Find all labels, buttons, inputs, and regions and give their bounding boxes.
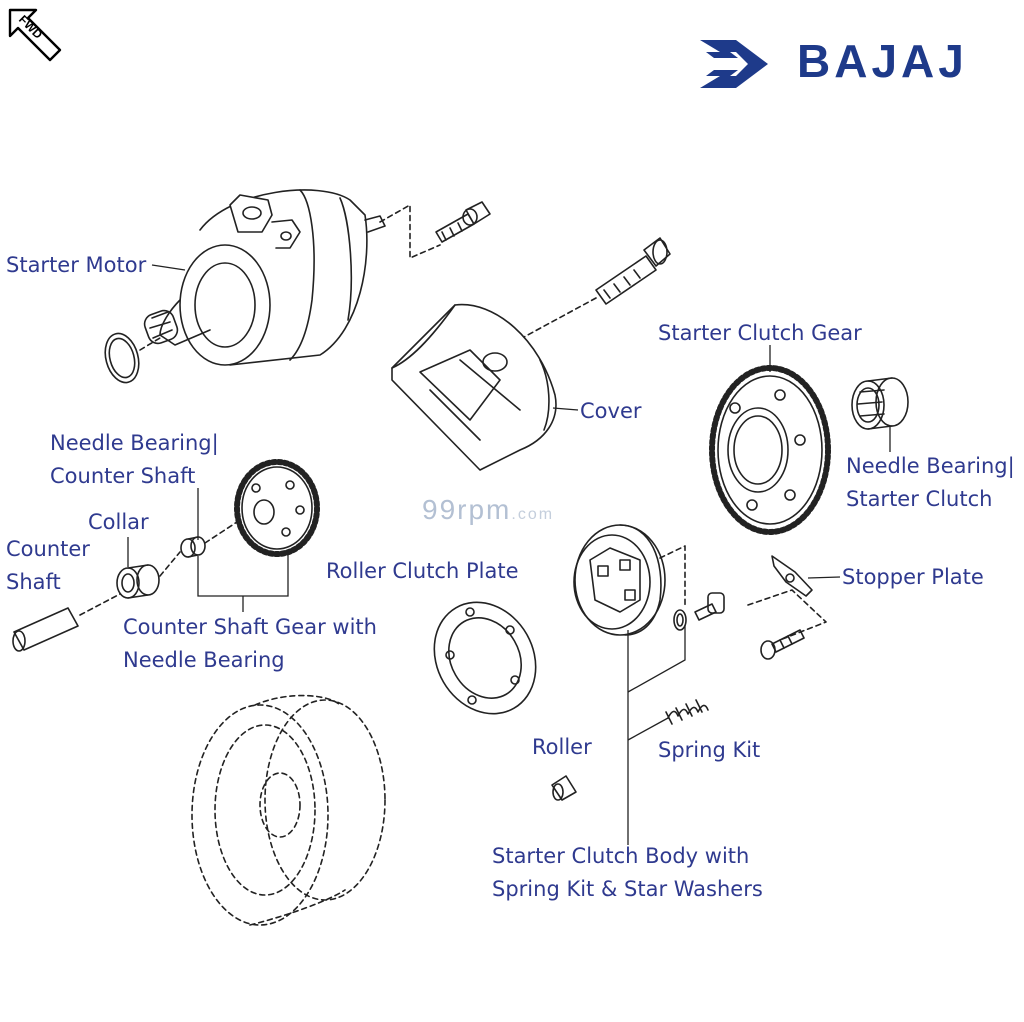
watermark-part-c: .com (511, 506, 555, 523)
label-counter-shaft-gear-2: Needle Bearing (123, 648, 285, 672)
cover-part (391, 303, 557, 471)
needle-bearing-counter-part (180, 536, 206, 558)
label-cover: Cover (580, 399, 642, 423)
leader-lines (127, 264, 891, 845)
brand-name: BAJAJ (797, 35, 968, 87)
starter-clutch-body-part (573, 524, 666, 636)
bolt-part (435, 201, 491, 243)
star-washer-part (673, 609, 687, 631)
label-counter-shaft-2: Shaft (6, 570, 61, 594)
label-needle-bearing-counter-2: Counter Shaft (50, 464, 196, 488)
label-starter-clutch-body-1: Starter Clutch Body with (492, 844, 750, 868)
roller-part (551, 775, 577, 801)
label-collar: Collar (88, 510, 149, 534)
small-bolt-part (694, 592, 725, 621)
label-starter-clutch-gear: Starter Clutch Gear (658, 321, 862, 345)
label-roller: Roller (532, 735, 592, 759)
label-starter-motor: Starter Motor (6, 253, 147, 277)
label-roller-clutch-plate: Roller Clutch Plate (326, 559, 519, 583)
label-needle-bearing-starter-1: Needle Bearing| (846, 454, 1015, 478)
counter-shaft-part (12, 607, 79, 652)
flywheel-part (191, 694, 386, 926)
label-needle-bearing-counter-1: Needle Bearing| (50, 431, 219, 455)
stopper-bolt-part (760, 629, 805, 660)
watermark-part-b: rpm (457, 494, 512, 525)
watermark: 99rpm.com (422, 494, 554, 526)
stopper-plate-part (771, 555, 813, 597)
spring-kit-part (665, 699, 709, 725)
bajaj-wing-logo (700, 40, 768, 88)
forward-arrow-icon (8, 8, 62, 62)
collar-part (116, 564, 160, 599)
needle-bearing-starter-part (851, 377, 909, 430)
label-starter-clutch-body-2: Spring Kit & Star Washers (492, 877, 763, 901)
label-counter-shaft-gear-1: Counter Shaft Gear with (123, 615, 377, 639)
label-stopper-plate: Stopper Plate (842, 565, 984, 589)
label-needle-bearing-starter-2: Starter Clutch (846, 487, 993, 511)
watermark-part-a: 99 (422, 494, 458, 525)
starter-motor-part (104, 189, 386, 384)
label-spring-kit: Spring Kit (658, 738, 761, 762)
counter-shaft-gear-part (234, 459, 320, 557)
label-counter-shaft-1: Counter (6, 537, 90, 561)
long-bolt-part (595, 237, 671, 305)
roller-clutch-plate-part (433, 601, 537, 715)
starter-clutch-gear-part (709, 365, 831, 535)
